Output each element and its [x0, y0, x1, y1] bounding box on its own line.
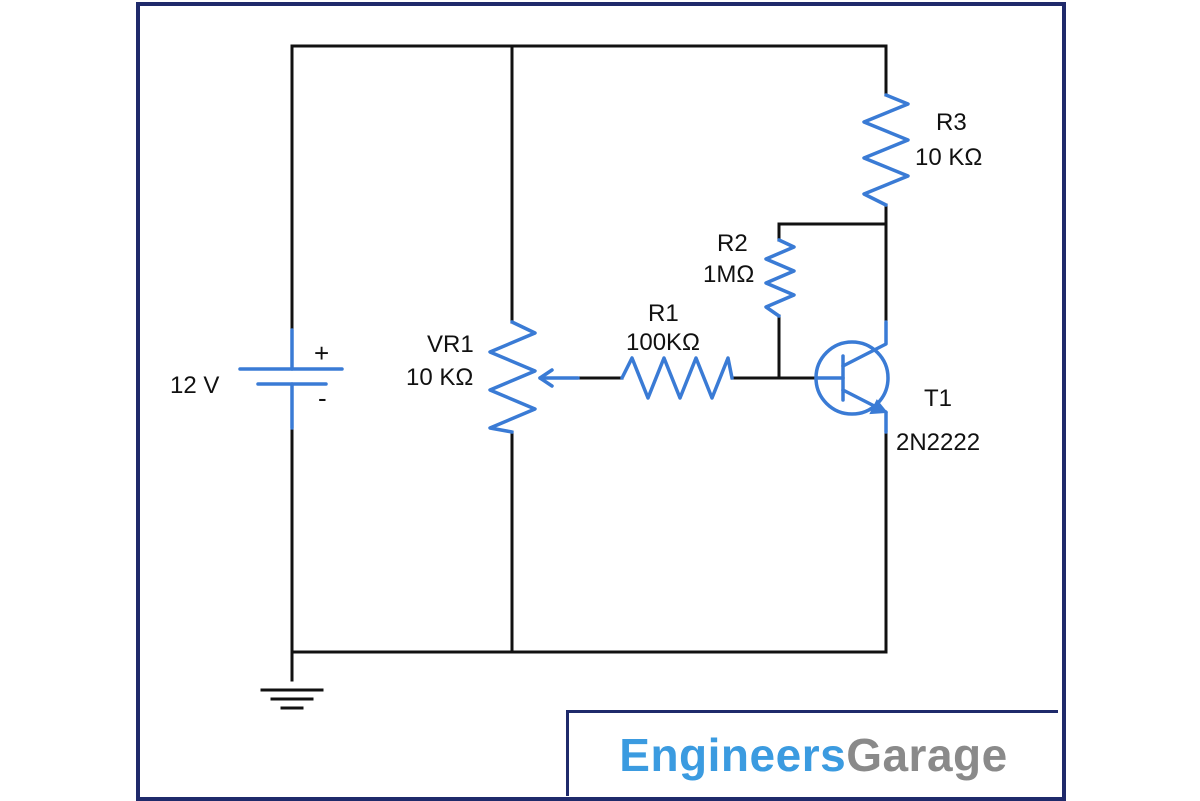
battery-voltage-label: 12 V: [170, 372, 219, 399]
engineersgarage-logo: EngineersGarage: [619, 728, 1007, 782]
vr1-potentiometer: [488, 320, 580, 434]
vr1-name-label: VR1: [427, 331, 474, 358]
r3-value-label: 10 KΩ: [915, 144, 982, 171]
diagram-frame: [136, 2, 1066, 801]
logo-box: EngineersGarage: [566, 710, 1058, 796]
vr1-wiper-arrow: [538, 368, 554, 388]
t1-emitter-arrow: [869, 399, 889, 415]
t1-collector-lead: [841, 320, 888, 368]
r2-value-label: 1MΩ: [703, 261, 754, 288]
r3-name-label: R3: [936, 109, 967, 136]
r2-top-wire: [777, 222, 888, 242]
wires: [290, 44, 888, 682]
base-node-wire: [730, 314, 820, 380]
battery-minus-label: -: [318, 383, 327, 413]
r1-value-label: 100KΩ: [626, 329, 700, 356]
t1-part-label: 2N2222: [896, 429, 980, 456]
battery-symbol: [238, 328, 344, 430]
vr1-value-label: 10 KΩ: [406, 364, 473, 391]
ground-symbol: [260, 688, 324, 710]
t1-body-circle: [814, 340, 890, 416]
t1-name-label: T1: [924, 385, 952, 412]
logo-text-engineers: Engineers: [619, 728, 847, 781]
r3-resistor: [862, 93, 910, 207]
r1-name-label: R1: [648, 300, 679, 327]
t1-transistor: [814, 320, 890, 434]
logo-text-garage: Garage: [846, 728, 1008, 781]
battery-plus-label: +: [314, 338, 329, 368]
r2-name-label: R2: [717, 230, 748, 257]
r2-resistor: [764, 238, 796, 318]
r1-resistor: [620, 356, 734, 400]
vr1-zigzag: [488, 320, 537, 434]
